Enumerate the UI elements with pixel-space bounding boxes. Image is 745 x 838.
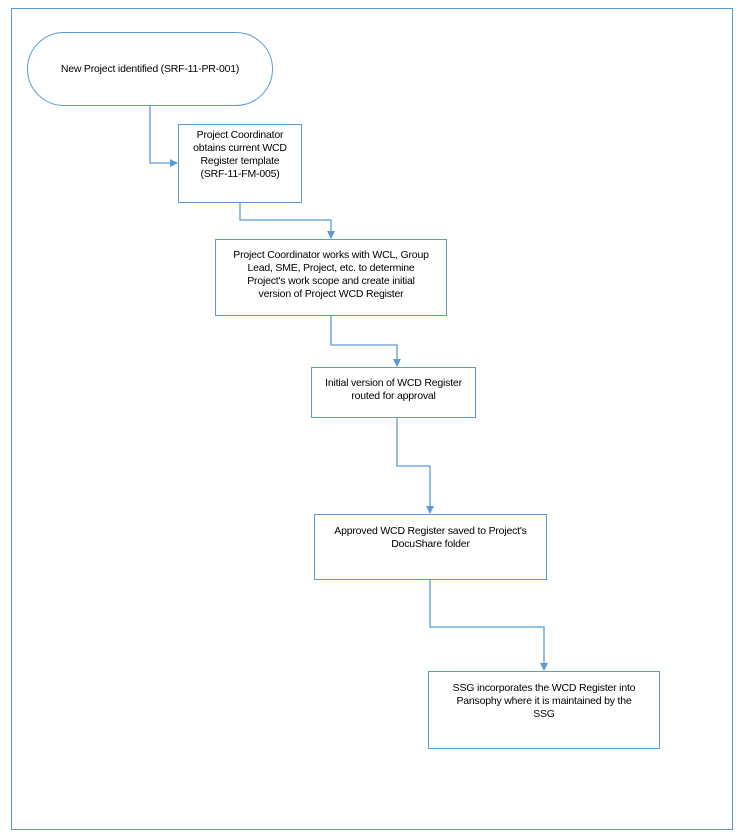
start-terminal-node: New Project identified (SRF-11-PR-001) <box>27 32 273 106</box>
process-node-obtain-template-text: Project Coordinator obtains current WCD … <box>193 129 287 180</box>
connector-step1-to-step2 <box>239 203 335 239</box>
process-node-save-docushare-text: Approved WCD Register saved to Project's… <box>334 525 527 550</box>
process-node-incorporate-pansophy: SSG incorporates the WCD Register into P… <box>428 671 660 749</box>
process-node-determine-scope: Project Coordinator works with WCL, Grou… <box>215 239 447 316</box>
process-node-route-approval: Initial version of WCD Register routed f… <box>311 367 476 418</box>
start-terminal-text: New Project identified (SRF-11-PR-001) <box>60 62 240 75</box>
connector-step2-to-step3 <box>330 316 401 367</box>
process-node-determine-scope-text: Project Coordinator works with WCL, Grou… <box>233 249 429 300</box>
process-node-incorporate-pansophy-text: SSG incorporates the WCD Register into P… <box>452 682 636 720</box>
process-node-route-approval-text: Initial version of WCD Register routed f… <box>325 377 462 402</box>
connector-start-to-step1 <box>149 106 178 167</box>
diagram-frame <box>11 8 733 830</box>
process-node-obtain-template: Project Coordinator obtains current WCD … <box>178 124 302 203</box>
process-node-save-docushare: Approved WCD Register saved to Project's… <box>314 514 547 580</box>
connector-step3-to-step4 <box>396 418 434 514</box>
connector-step4-to-step5 <box>429 580 548 671</box>
